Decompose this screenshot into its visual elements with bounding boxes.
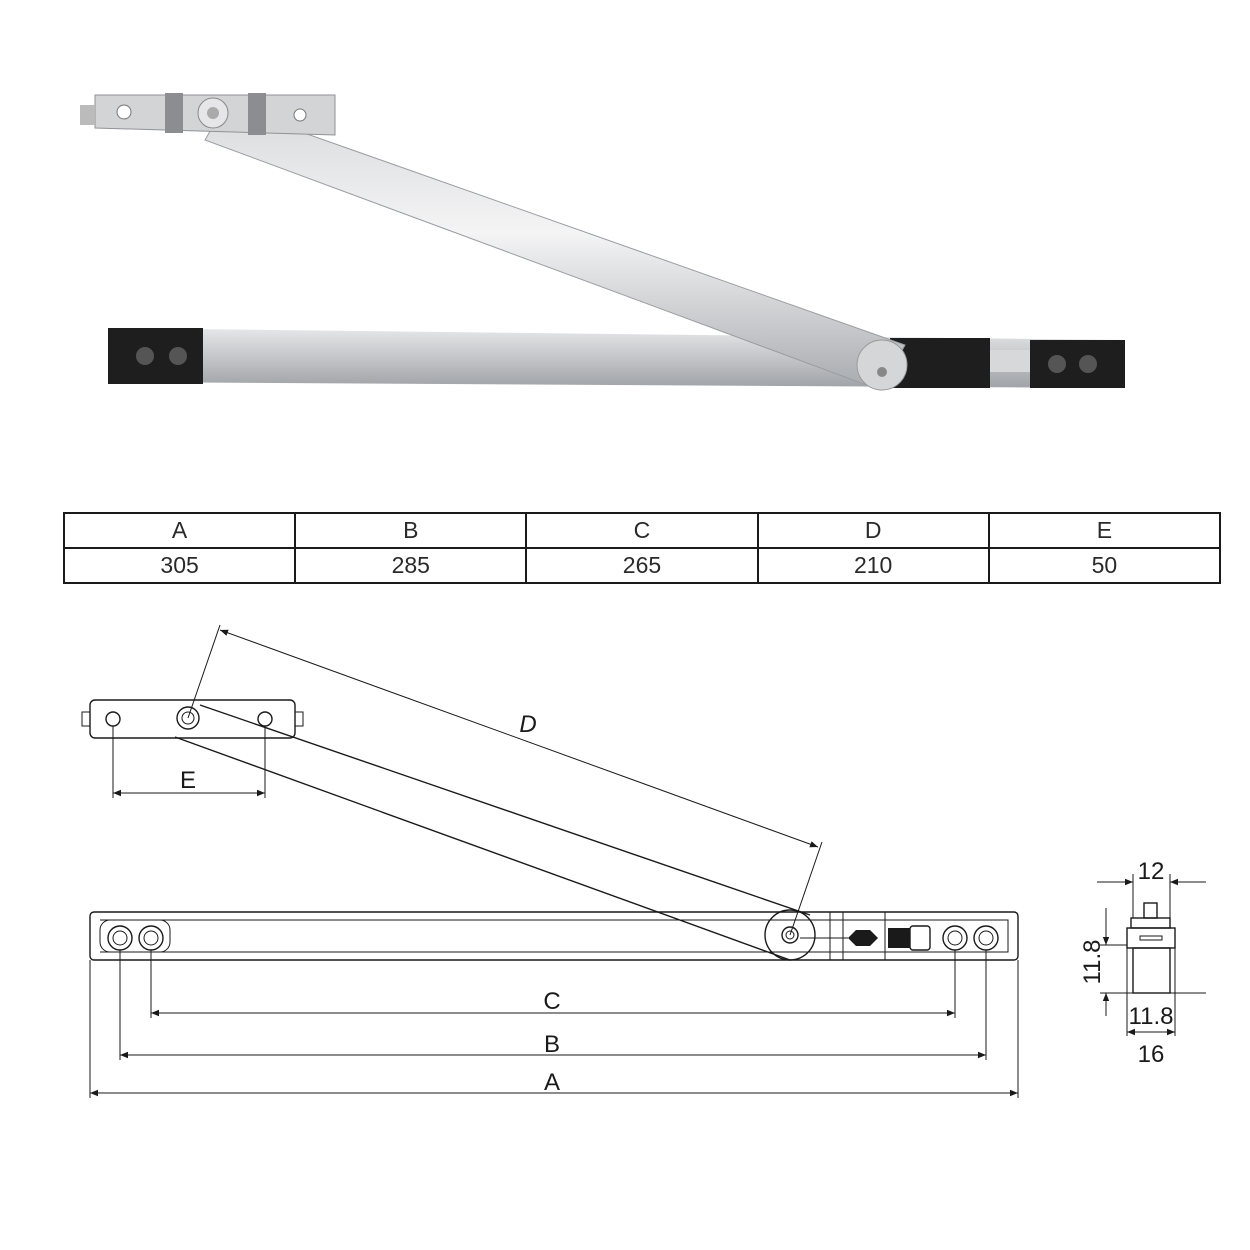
label-d: D bbox=[519, 711, 536, 738]
table-value-row: 305 285 265 210 50 bbox=[62, 547, 1222, 584]
dim-11-8-horizontal: 11.8 bbox=[1129, 1003, 1174, 1030]
dim-12: 12 bbox=[1138, 858, 1165, 885]
label-b: B bbox=[544, 1031, 560, 1058]
value-a: 305 bbox=[62, 547, 297, 584]
photo-arm bbox=[204, 104, 908, 391]
header-a: A bbox=[62, 512, 297, 549]
header-b: B bbox=[294, 512, 528, 549]
value-e: 50 bbox=[987, 547, 1222, 584]
dim-16: 16 bbox=[1138, 1041, 1165, 1068]
dimension-a: A bbox=[89, 960, 1019, 1098]
header-e: E bbox=[987, 512, 1222, 549]
label-e: E bbox=[180, 767, 196, 794]
dimension-table: A B C D E 305 285 265 210 50 bbox=[62, 512, 1222, 584]
value-d: 210 bbox=[756, 547, 990, 584]
dimension-e: E bbox=[112, 726, 266, 798]
dimension-d: D bbox=[187, 624, 823, 936]
dim-11-8-vertical: 11.8 bbox=[1079, 940, 1106, 985]
value-c: 265 bbox=[525, 547, 759, 584]
product-photo bbox=[80, 93, 1125, 391]
header-d: D bbox=[756, 512, 990, 549]
photo-top-plate bbox=[80, 93, 336, 136]
table-header-row: A B C D E bbox=[62, 512, 1222, 549]
header-c: C bbox=[525, 512, 759, 549]
arm-drawing bbox=[174, 704, 816, 961]
dimension-b: B bbox=[119, 950, 987, 1060]
cross-section: 12 11.8 11.8 16 bbox=[1079, 858, 1206, 1068]
value-b: 285 bbox=[294, 547, 528, 584]
label-a: A bbox=[544, 1069, 560, 1096]
rail-drawing bbox=[89, 911, 1019, 961]
label-c: C bbox=[543, 988, 560, 1015]
dimension-c: C bbox=[150, 950, 956, 1018]
